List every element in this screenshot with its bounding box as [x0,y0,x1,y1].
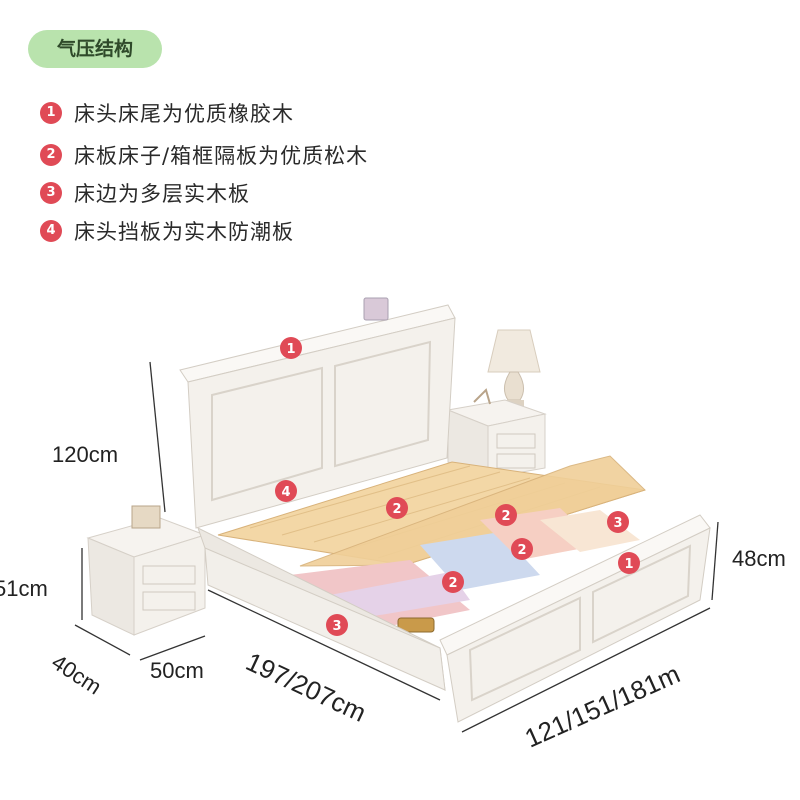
svg-text:4: 4 [281,485,290,500]
nightstand-depth-label: 40cm [47,649,106,699]
marker-badge-1: 1 [618,552,640,574]
marker-badge-2: 2 [511,538,533,560]
slatted-bed-base [217,455,646,567]
marker-badge-3: 3 [326,614,348,636]
nightstand-height-label: 51cm [0,576,48,601]
marker-badge-1: 1 [280,337,302,359]
marker-badge-2: 2 [386,497,408,519]
feature-text: 床边为多层实木板 [74,182,250,206]
feature-number-badge: 3 [40,182,62,204]
svg-text:1: 1 [286,342,295,357]
feature-text: 床头挡板为实木防潮板 [74,220,294,244]
svg-text:2: 2 [392,502,401,517]
headboard [179,297,456,529]
section-tag: 气压结构 [28,30,162,68]
feature-number-badge: 2 [40,144,62,166]
nightstand-width-label: 50cm [150,658,204,683]
feature-text: 床板床子/箱框隔板为优质松木 [74,144,369,168]
svg-text:2: 2 [517,543,526,558]
marker-badge-4: 4 [275,480,297,502]
right-nightstand [446,388,547,479]
feature-text: 床头床尾为优质橡胶木 [74,102,294,126]
left-nightstand [86,505,207,636]
bed-side-rail [197,527,446,691]
svg-text:2: 2 [501,509,510,524]
svg-text:3: 3 [332,619,341,634]
feature-item-3: 3 床边为多层实木板 [40,178,250,208]
marker-badge-2: 2 [495,504,517,526]
table-lamp-icon [487,329,541,408]
marker-badge-2: 2 [442,571,464,593]
headboard-height-label: 120cm [52,442,118,467]
svg-text:3: 3 [613,516,622,531]
svg-text:2: 2 [448,576,457,591]
feature-number-badge: 4 [40,220,62,242]
feature-number-badge: 1 [40,102,62,124]
dimension-lines [74,361,719,733]
marker-badge-3: 3 [607,511,629,533]
feature-item-2: 2 床板床子/箱框隔板为优质松木 [40,140,368,170]
feature-item-4: 4 床头挡板为实木防潮板 [40,216,294,246]
footboard-height-label: 48cm [732,546,786,571]
svg-text:1: 1 [624,557,633,572]
feature-item-1: 1 床头床尾为优质橡胶木 [40,98,294,128]
